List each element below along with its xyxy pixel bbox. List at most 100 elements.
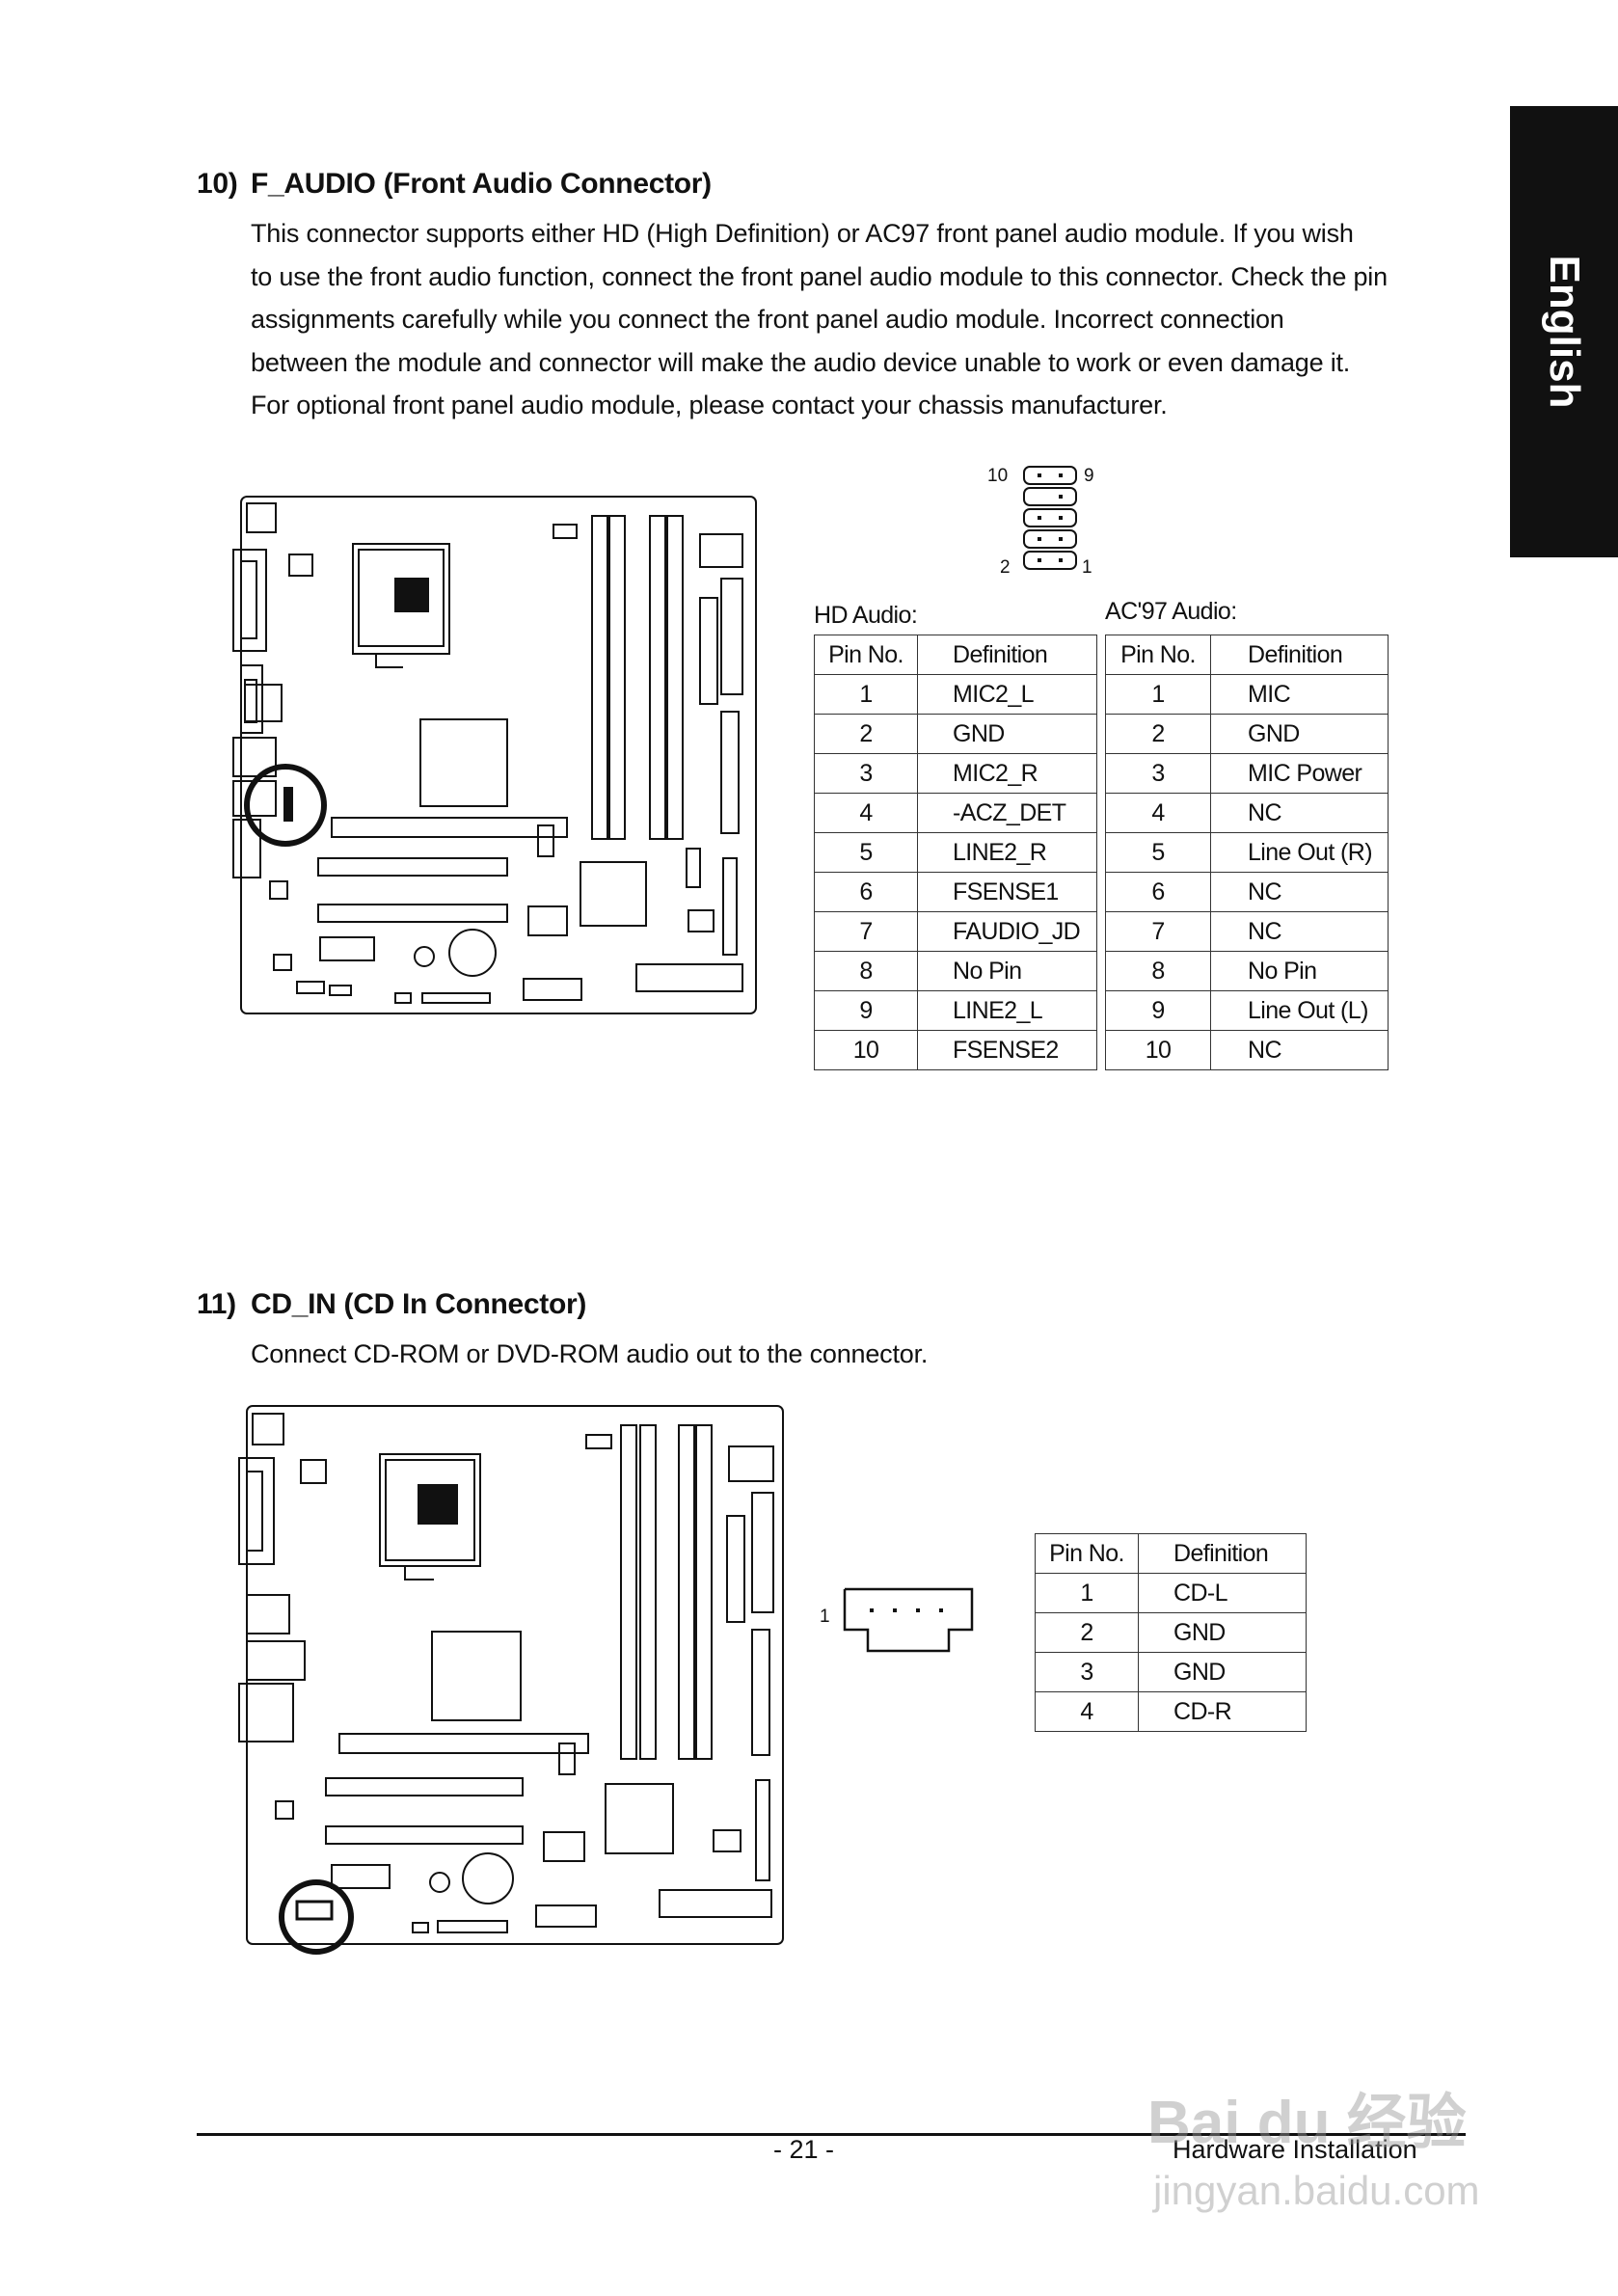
definition-cell: MIC [1210, 674, 1389, 715]
pin-cell: 5 [1105, 832, 1211, 873]
definition-cell: GND [1138, 1652, 1307, 1692]
pin-cell: 3 [814, 753, 918, 794]
page-number: - 21 - [773, 2135, 835, 2164]
motherboard-diagram-f-audio [232, 496, 757, 1014]
pin-cell: 4 [1105, 793, 1211, 833]
pin-cell: 8 [814, 951, 918, 991]
cd-in-connector-icon [843, 1587, 974, 1653]
definition-cell: FSENSE1 [917, 872, 1097, 912]
pin-label-10: 10 [987, 466, 1009, 486]
pin-cell: 3 [1035, 1652, 1139, 1692]
watermark-url: jingyan.baidu.com [1153, 2168, 1480, 2213]
watermark-logo: Bai du 经验 [1147, 2090, 1467, 2156]
cd-in-pin-label-1: 1 [820, 1607, 830, 1627]
section-11-paragraph: Connect CD-ROM or DVD-ROM audio out to t… [251, 1339, 929, 1368]
pin-cell: 7 [814, 911, 918, 952]
column-header: Definition [917, 635, 1097, 675]
pin-cell: 1 [1105, 674, 1211, 715]
definition-cell: NC [1210, 872, 1389, 912]
column-header: Pin No. [1105, 635, 1211, 675]
definition-cell: No Pin [917, 951, 1097, 991]
motherboard-diagram-cd-in [238, 1405, 784, 1955]
ac97-audio-caption: AC'97 Audio: [1105, 598, 1237, 625]
table-header-row: Pin No. Definition [1105, 635, 1389, 675]
pin-cell: 5 [814, 832, 918, 873]
definition-cell: MIC2_L [917, 674, 1097, 715]
definition-cell: NC [1210, 1030, 1389, 1070]
definition-cell: GND [917, 714, 1097, 754]
pin-cell: 6 [1105, 872, 1211, 912]
definition-cell: LINE2_R [917, 832, 1097, 873]
definition-cell: CD-R [1138, 1691, 1307, 1732]
column-header: Pin No. [814, 635, 918, 675]
side-language-tab: English [1510, 106, 1618, 557]
definition-cell: Line Out (L) [1210, 990, 1389, 1031]
pin-cell: 4 [1035, 1691, 1139, 1732]
section-10-title: F_AUDIO (Front Audio Connector) [251, 168, 712, 200]
pin-label-1: 1 [1082, 557, 1092, 578]
section-11-title: CD_IN (CD In Connector) [251, 1288, 587, 1320]
pin-label-9: 9 [1084, 466, 1094, 486]
table-row: 4-ACZ_DET [814, 793, 1097, 833]
pin-label-2: 2 [1000, 557, 1011, 578]
pin-cell: 10 [814, 1030, 918, 1070]
paragraph-line: between the module and connector will ma… [251, 347, 1351, 377]
pin-cell: 2 [814, 714, 918, 754]
definition-cell: MIC2_R [917, 753, 1097, 794]
definition-cell: NC [1210, 911, 1389, 952]
f-audio-pin-header-icon [1023, 466, 1077, 570]
section-10-paragraph: This connector supports either HD (High … [251, 212, 1437, 427]
column-header: Definition [1138, 1533, 1307, 1574]
table-header-row: Pin No. Definition [814, 635, 1097, 675]
paragraph-line: to use the front audio function, connect… [251, 261, 1388, 291]
pin-cell: 3 [1105, 753, 1211, 794]
section-10-number: 10) [197, 168, 238, 200]
definition-cell: GND [1210, 714, 1389, 754]
paragraph-line: For optional front panel audio module, p… [251, 391, 1168, 419]
paragraph-line: assignments carefully while you connect … [251, 305, 1284, 334]
pin-cell: 2 [1035, 1612, 1139, 1653]
hd-audio-caption: HD Audio: [814, 602, 918, 629]
pin-cell: 4 [814, 793, 918, 833]
definition-cell: MIC Power [1210, 753, 1389, 794]
definition-cell: -ACZ_DET [917, 793, 1097, 833]
side-tab-label: English [1541, 255, 1588, 409]
column-header: Pin No. [1035, 1533, 1139, 1574]
footer-section-label: Hardware Installation [1173, 2135, 1417, 2164]
definition-cell: No Pin [1210, 951, 1389, 991]
definition-cell: FSENSE2 [917, 1030, 1097, 1070]
highlight-circle [244, 764, 327, 847]
definition-cell: NC [1210, 793, 1389, 833]
definition-cell: FAUDIO_JD [917, 911, 1097, 952]
pin-cell: 10 [1105, 1030, 1211, 1070]
footer-rule [197, 2133, 1466, 2136]
pin-cell: 6 [814, 872, 918, 912]
column-header: Definition [1210, 635, 1389, 675]
definition-cell: LINE2_L [917, 990, 1097, 1031]
definition-cell: Line Out (R) [1210, 832, 1389, 873]
pin-cell: 9 [814, 990, 918, 1031]
pin-cell: 2 [1105, 714, 1211, 754]
